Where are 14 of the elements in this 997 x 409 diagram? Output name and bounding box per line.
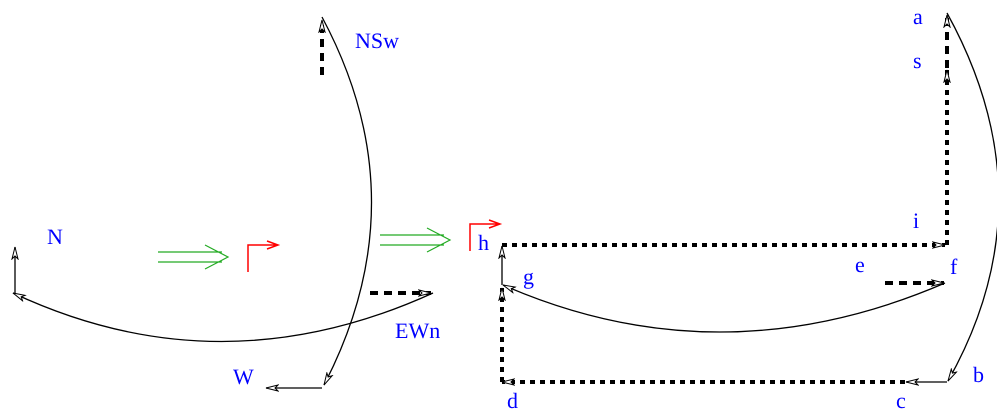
point-label: i [913, 210, 920, 232]
point-label: W [233, 366, 254, 388]
point-label: f [950, 256, 958, 278]
point-label: e [855, 254, 865, 276]
point-label: c [896, 390, 906, 409]
point-label: b [973, 364, 984, 386]
point-label: s [913, 50, 922, 72]
point-label: EWn [395, 320, 440, 342]
point-label: d [507, 390, 518, 409]
point-label: h [478, 232, 489, 254]
point-label: g [523, 266, 534, 288]
point-label: N [47, 226, 63, 248]
point-label: NSw [355, 30, 400, 52]
point-label: a [913, 6, 923, 28]
